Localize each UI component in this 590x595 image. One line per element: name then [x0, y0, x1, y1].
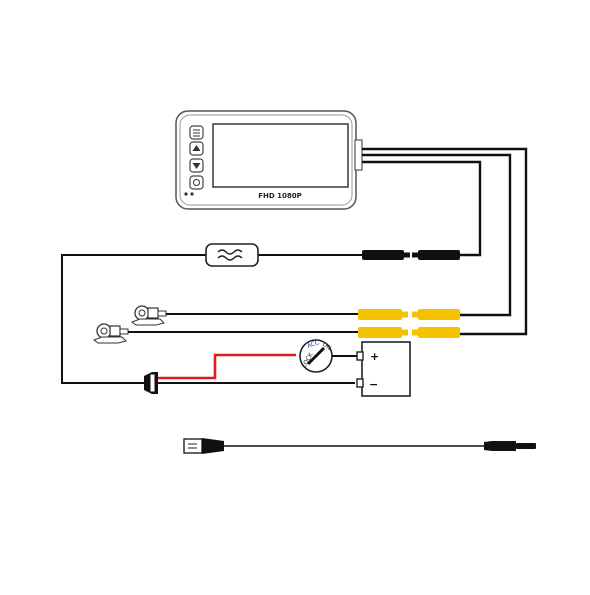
menu-icon: [193, 129, 200, 137]
screen-label: FHD 1080P: [258, 192, 302, 200]
battery: + −: [356, 341, 411, 397]
switch-label-on: ON: [321, 341, 333, 352]
usb-cable: [183, 438, 536, 454]
power-connector-right: [418, 250, 460, 260]
record-icon: [193, 179, 200, 186]
camera-2-connector: [358, 327, 460, 338]
down-arrow-icon: [192, 163, 201, 169]
camera-2: [92, 323, 129, 344]
switch-label-acc: ACC: [306, 339, 320, 350]
inline-fuse: [205, 243, 259, 267]
side-port: [354, 139, 363, 171]
fuse-icon: [217, 249, 243, 261]
battery-negative-label: −: [369, 378, 378, 391]
camera-1-connector: [358, 309, 460, 320]
power-plug: [144, 372, 158, 394]
dvr-cable-bundle: [362, 147, 528, 336]
usb-plug: [183, 438, 203, 454]
mini-usb-plug: [484, 441, 516, 451]
record-button[interactable]: [189, 175, 204, 190]
red-power-wire: [158, 353, 296, 380]
camera-1: [130, 305, 167, 326]
up-button[interactable]: [189, 141, 204, 156]
menu-button[interactable]: [189, 125, 204, 140]
dvr-unit: FHD 1080P: [175, 110, 363, 210]
power-connector-left: [362, 250, 404, 260]
ignition-switch: LOCK ACC ON: [299, 339, 333, 373]
up-arrow-icon: [192, 145, 201, 151]
battery-positive-label: +: [370, 350, 379, 363]
dvr-screen: [212, 123, 349, 188]
power-harness: [61, 243, 460, 394]
down-button[interactable]: [189, 158, 204, 173]
